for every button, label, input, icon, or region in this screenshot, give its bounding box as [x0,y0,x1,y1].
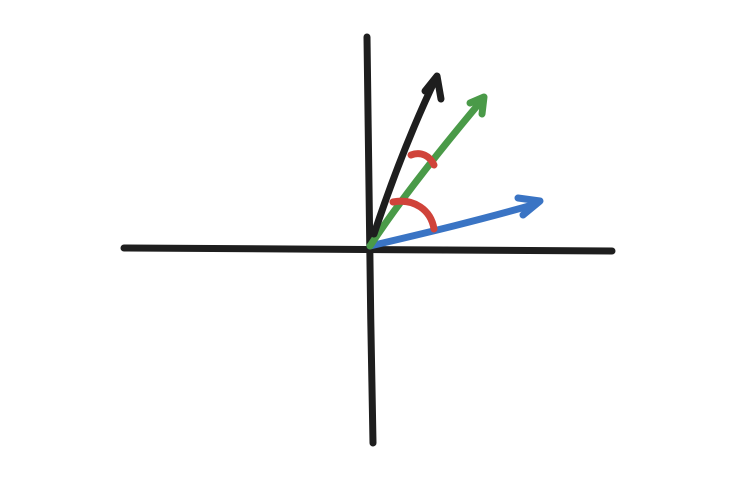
green-vector-shaft [366,96,486,250]
black-vector [370,72,445,238]
blue-vector-shaft [366,200,540,250]
x-axis [120,244,616,255]
green-vector [366,93,488,250]
angle-between-green-and-blue [389,197,438,233]
black-vector-shaft [370,74,440,238]
black-vector-arrowhead [421,72,445,103]
blue-vector [366,194,544,250]
y-axis [363,33,377,447]
green-vector-arrowhead [466,93,488,118]
blue-vector-arrowhead [514,194,544,219]
angle-between-black-and-green [407,150,438,169]
